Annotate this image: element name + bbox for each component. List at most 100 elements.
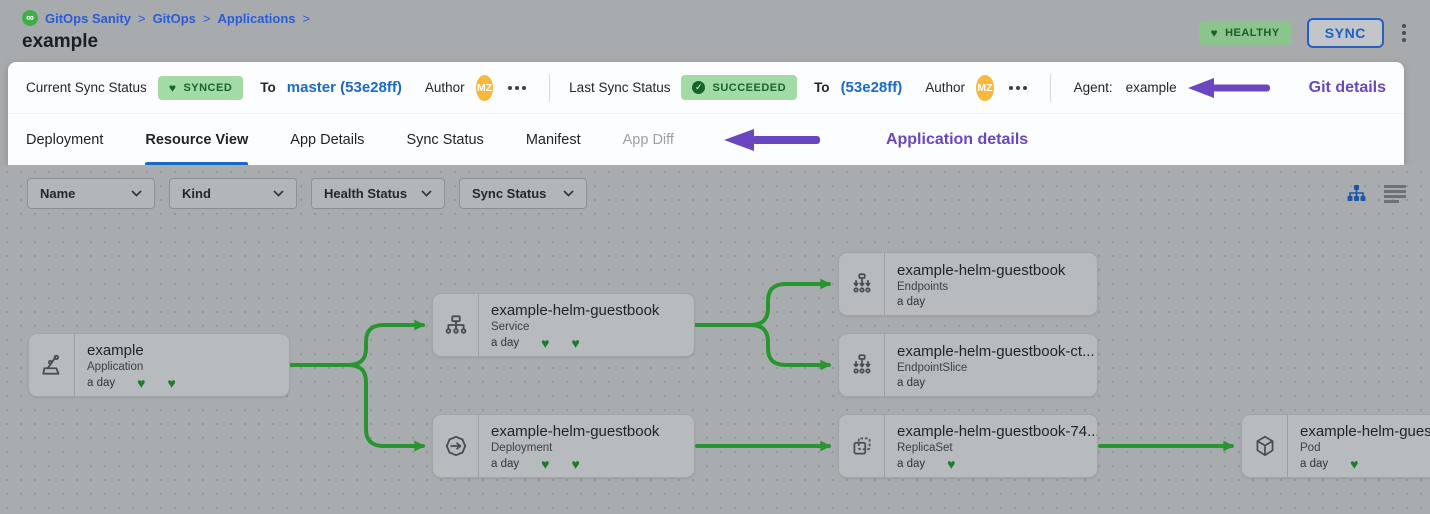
more-options-icon[interactable] <box>1005 86 1031 90</box>
dropdown-label: Kind <box>182 186 211 201</box>
chevron-down-icon <box>273 190 284 197</box>
author-label: Author <box>925 80 965 95</box>
resource-node-endpointslice[interactable]: example-helm-guestbook-ct... EndpointSli… <box>838 333 1098 397</box>
breadcrumb-item-project[interactable]: GitOps Sanity <box>45 11 131 26</box>
health-badge-label: HEALTHY <box>1225 27 1280 39</box>
node-age: a day <box>87 377 115 389</box>
node-age: a day <box>491 337 519 349</box>
node-status-hearts: ♥ <box>1350 457 1358 471</box>
node-title: example-helm-guestbook-ct... <box>897 343 1087 360</box>
breadcrumb-separator: > <box>138 11 146 26</box>
tab-app-details[interactable]: App Details <box>290 114 364 165</box>
node-status-hearts: ♥♥ <box>137 376 176 390</box>
breadcrumb-separator: > <box>303 11 311 26</box>
resource-graph-canvas[interactable]: Name Kind Health Status Sync Status <box>0 165 1430 514</box>
sync-status-filter-dropdown[interactable]: Sync Status <box>459 178 587 209</box>
health-status-filter-dropdown[interactable]: Health Status <box>311 178 445 209</box>
author-avatar[interactable]: MZ <box>976 75 994 101</box>
resource-node-service[interactable]: example-helm-guestbook Service a day ♥♥ <box>432 293 695 357</box>
view-toggles <box>1346 183 1406 204</box>
breadcrumb-separator: > <box>203 11 211 26</box>
breadcrumb-item-module[interactable]: GitOps <box>153 11 196 26</box>
divider <box>549 74 550 102</box>
resource-node-application[interactable]: example Application a day ♥♥ <box>28 333 290 397</box>
node-age: a day <box>491 458 519 470</box>
node-kind: Pod <box>1300 442 1430 454</box>
check-circle-icon: ✓ <box>692 81 705 94</box>
tab-manifest[interactable]: Manifest <box>526 114 581 165</box>
node-kind: Application <box>87 361 176 373</box>
heart-icon: ♥ <box>167 376 175 390</box>
dropdown-label: Name <box>40 186 75 201</box>
node-age: a day <box>1300 458 1328 470</box>
synced-badge: ♥ SYNCED <box>158 76 243 100</box>
tab-resource-view[interactable]: Resource View <box>145 114 248 165</box>
name-filter-dropdown[interactable]: Name <box>27 178 155 209</box>
node-kind: Deployment <box>491 442 659 454</box>
node-title: example-helm-guestbook-74... <box>897 423 1087 440</box>
agent-label: Agent: <box>1074 80 1113 95</box>
heart-icon: ♥ <box>571 457 579 471</box>
git-details-annotation: Git details <box>1309 79 1386 97</box>
dropdown-label: Health Status <box>324 186 407 201</box>
annotation-arrow-left-icon <box>1188 78 1270 98</box>
node-age: a day <box>897 458 925 470</box>
kind-filter-dropdown[interactable]: Kind <box>169 178 297 209</box>
sync-button[interactable]: SYNC <box>1307 18 1384 48</box>
health-status-badge: ♥ HEALTHY <box>1199 21 1290 45</box>
pod-icon <box>1242 415 1288 477</box>
tree-view-icon[interactable] <box>1346 183 1367 204</box>
node-age: a day <box>897 296 925 308</box>
filter-bar: Name Kind Health Status Sync Status <box>27 178 587 209</box>
to-label: To <box>814 80 830 95</box>
resource-node-pod[interactable]: example-helm-guest Pod a day ♥ <box>1241 414 1430 478</box>
last-commit-link[interactable]: (53e28ff) <box>841 79 903 96</box>
tab-sync-status[interactable]: Sync Status <box>406 114 483 165</box>
gitops-logo-icon: ∞ <box>22 10 38 26</box>
node-kind: EndpointSlice <box>897 362 1087 374</box>
current-commit-link[interactable]: master (53e28ff) <box>287 79 402 96</box>
more-options-icon[interactable] <box>504 86 530 90</box>
to-label: To <box>260 80 276 95</box>
chevron-down-icon <box>563 190 574 197</box>
app-tabs: Deployment Resource View App Details Syn… <box>8 113 1404 165</box>
breadcrumb-item-applications[interactable]: Applications <box>218 11 296 26</box>
node-title: example-helm-guest <box>1300 423 1430 440</box>
replicaset-icon <box>839 415 885 477</box>
endpoints-icon <box>839 253 885 315</box>
node-kind: ReplicaSet <box>897 442 1087 454</box>
resource-node-endpoints[interactable]: example-helm-guestbook Endpoints a day <box>838 252 1098 316</box>
app-detail-card: Current Sync Status ♥ SYNCED To master (… <box>8 62 1404 165</box>
author-label: Author <box>425 80 465 95</box>
author-avatar[interactable]: MZ <box>476 75 494 101</box>
service-icon <box>433 294 479 356</box>
node-status-hearts: ♥ <box>947 457 955 471</box>
list-view-icon[interactable] <box>1384 185 1406 203</box>
node-status-hearts: ♥♥ <box>541 336 580 350</box>
node-status-hearts: ♥♥ <box>541 457 580 471</box>
application-details-annotation: Application details <box>886 131 1028 149</box>
chevron-down-icon <box>421 190 432 197</box>
endpointslice-icon <box>839 334 885 396</box>
node-kind: Service <box>491 321 659 333</box>
current-sync-status-label: Current Sync Status <box>26 80 147 95</box>
heart-icon: ♥ <box>541 457 549 471</box>
heart-icon: ♥ <box>1350 457 1358 471</box>
tab-deployment[interactable]: Deployment <box>26 114 103 165</box>
heart-icon: ♥ <box>571 336 579 350</box>
tab-app-diff[interactable]: App Diff <box>623 114 674 165</box>
agent-value: example <box>1126 80 1177 95</box>
succeeded-badge-label: SUCCEEDED <box>712 82 786 94</box>
resource-node-replicaset[interactable]: example-helm-guestbook-74... ReplicaSet … <box>838 414 1098 478</box>
heart-icon: ♥ <box>169 82 177 94</box>
heart-icon: ♥ <box>1210 27 1218 39</box>
node-title: example-helm-guestbook <box>491 423 659 440</box>
node-age: a day <box>897 377 925 389</box>
heart-icon: ♥ <box>137 376 145 390</box>
divider <box>1050 74 1051 102</box>
node-kind: Endpoints <box>897 281 1065 293</box>
resource-node-deployment[interactable]: example-helm-guestbook Deployment a day … <box>432 414 695 478</box>
page-header: ∞ GitOps Sanity > GitOps > Applications … <box>0 0 1430 62</box>
kebab-menu-icon[interactable] <box>1400 22 1408 44</box>
annotation-arrow-left-icon <box>724 129 820 151</box>
